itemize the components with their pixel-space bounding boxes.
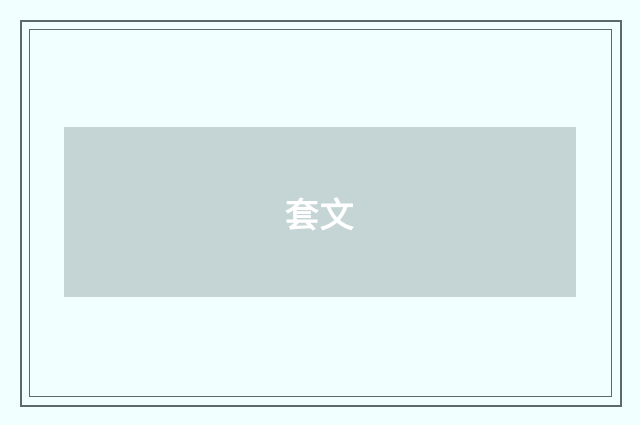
outer-frame-border [20, 20, 622, 407]
inner-frame-border [29, 29, 612, 397]
image-placeholder: 套文 [64, 127, 576, 297]
placeholder-label: 套文 [285, 195, 355, 236]
